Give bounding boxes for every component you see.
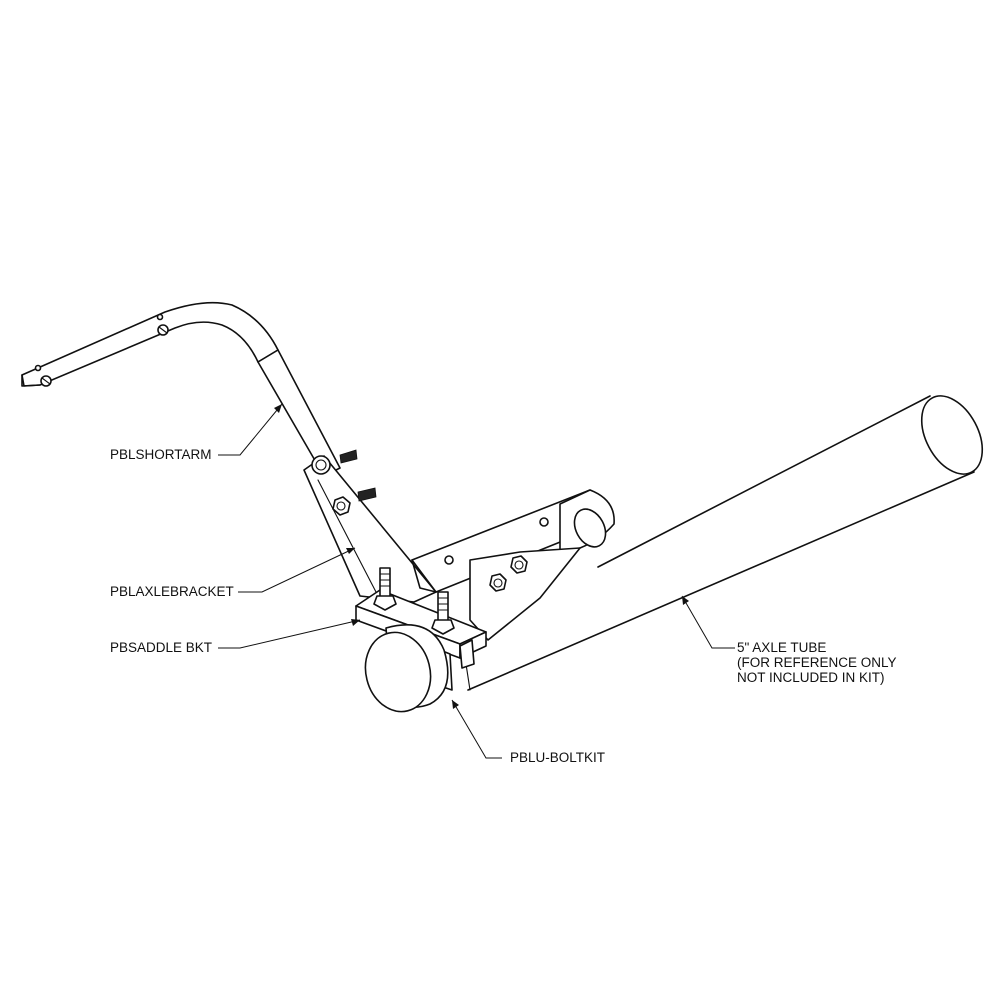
u-bolt-kit <box>364 567 455 713</box>
short-arm <box>21 301 341 477</box>
label-saddle-bracket: PBSADDLE BKT <box>110 640 213 655</box>
label-axle-tube: 5" AXLE TUBE (FOR REFERENCE ONLY NOT INC… <box>737 640 897 685</box>
label-u-bolt-kit: PBLU-BOLTKIT <box>510 750 606 765</box>
label-axle-tube-line3: NOT INCLUDED IN KIT) <box>737 670 885 685</box>
axle-tube <box>465 395 984 691</box>
label-axle-tube-line1: 5" AXLE TUBE <box>737 640 827 655</box>
arm-bolts <box>311 449 377 516</box>
axle-bracket <box>303 455 615 641</box>
label-axle-tube-line2: (FOR REFERENCE ONLY <box>737 655 897 670</box>
leader-lines <box>218 403 735 759</box>
label-short-arm: PBLSHORTARM <box>110 447 212 462</box>
label-axle-bracket: PBLAXLEBRACKET <box>110 584 234 599</box>
